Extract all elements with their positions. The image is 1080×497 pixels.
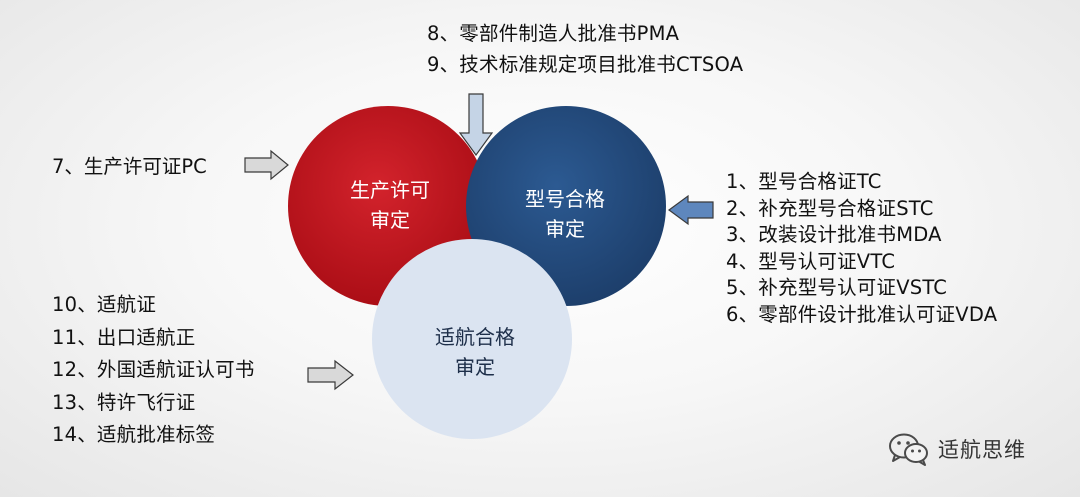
- list-item: 3、改装设计批准书MDA: [726, 223, 942, 246]
- arrow-right-airworthiness: [307, 359, 354, 391]
- list-item: 12、外国适航证认可书: [52, 358, 255, 381]
- list-item: 11、出口适航正: [52, 325, 196, 349]
- list-item: 2、补充型号合格证STC: [726, 196, 934, 220]
- list-item: 14、适航批准标签: [52, 423, 216, 446]
- type-label-line2: 审定: [545, 217, 585, 241]
- list-item: 5、补充型号认可证VSTC: [726, 276, 948, 299]
- watermark-text: 适航思维: [938, 438, 1026, 462]
- production-label-line2: 审定: [370, 208, 410, 232]
- airworthiness-label-line1: 适航合格: [435, 325, 515, 349]
- list-item: 10、适航证: [52, 293, 157, 316]
- left-list: 10、适航证 11、出口适航正 12、外国适航证认可书 13、特许飞行证 14、…: [52, 295, 255, 458]
- airworthiness-label-line2: 审定: [455, 355, 495, 379]
- list-item: 13、特许飞行证: [52, 390, 196, 414]
- airworthiness-circle: [372, 239, 572, 439]
- production-circle-label: 生产许可 审定: [325, 175, 455, 235]
- arrow-left-tc: [667, 194, 714, 226]
- arrow-right-pc: [244, 149, 289, 181]
- list-item: 4、型号认可证VTC: [726, 249, 896, 273]
- production-certificate-label: 7、生产许可证PC: [52, 155, 207, 178]
- top-list: 8、零部件制造人批准书PMA 9、技术标准规定项目批准书CTSOA: [427, 24, 743, 85]
- airworthiness-circle-label: 适航合格 审定: [400, 322, 550, 382]
- right-list: 1、型号合格证TC 2、补充型号合格证STC 3、改装设计批准书MDA 4、型号…: [726, 172, 997, 331]
- list-item: 8、零部件制造人批准书PMA: [427, 22, 680, 45]
- type-label-line1: 型号合格: [525, 187, 605, 211]
- type-circle-label: 型号合格 审定: [500, 184, 630, 244]
- wechat-icon: [889, 433, 928, 466]
- production-label-line1: 生产许可: [350, 178, 430, 202]
- watermark: 适航思维: [888, 432, 1026, 466]
- list-item: 6、零部件设计批准认可证VDA: [726, 302, 998, 326]
- list-item: 1、型号合格证TC: [726, 170, 882, 193]
- list-item: 9、技术标准规定项目批准书CTSOA: [427, 52, 744, 76]
- arrow-down-top: [458, 93, 494, 157]
